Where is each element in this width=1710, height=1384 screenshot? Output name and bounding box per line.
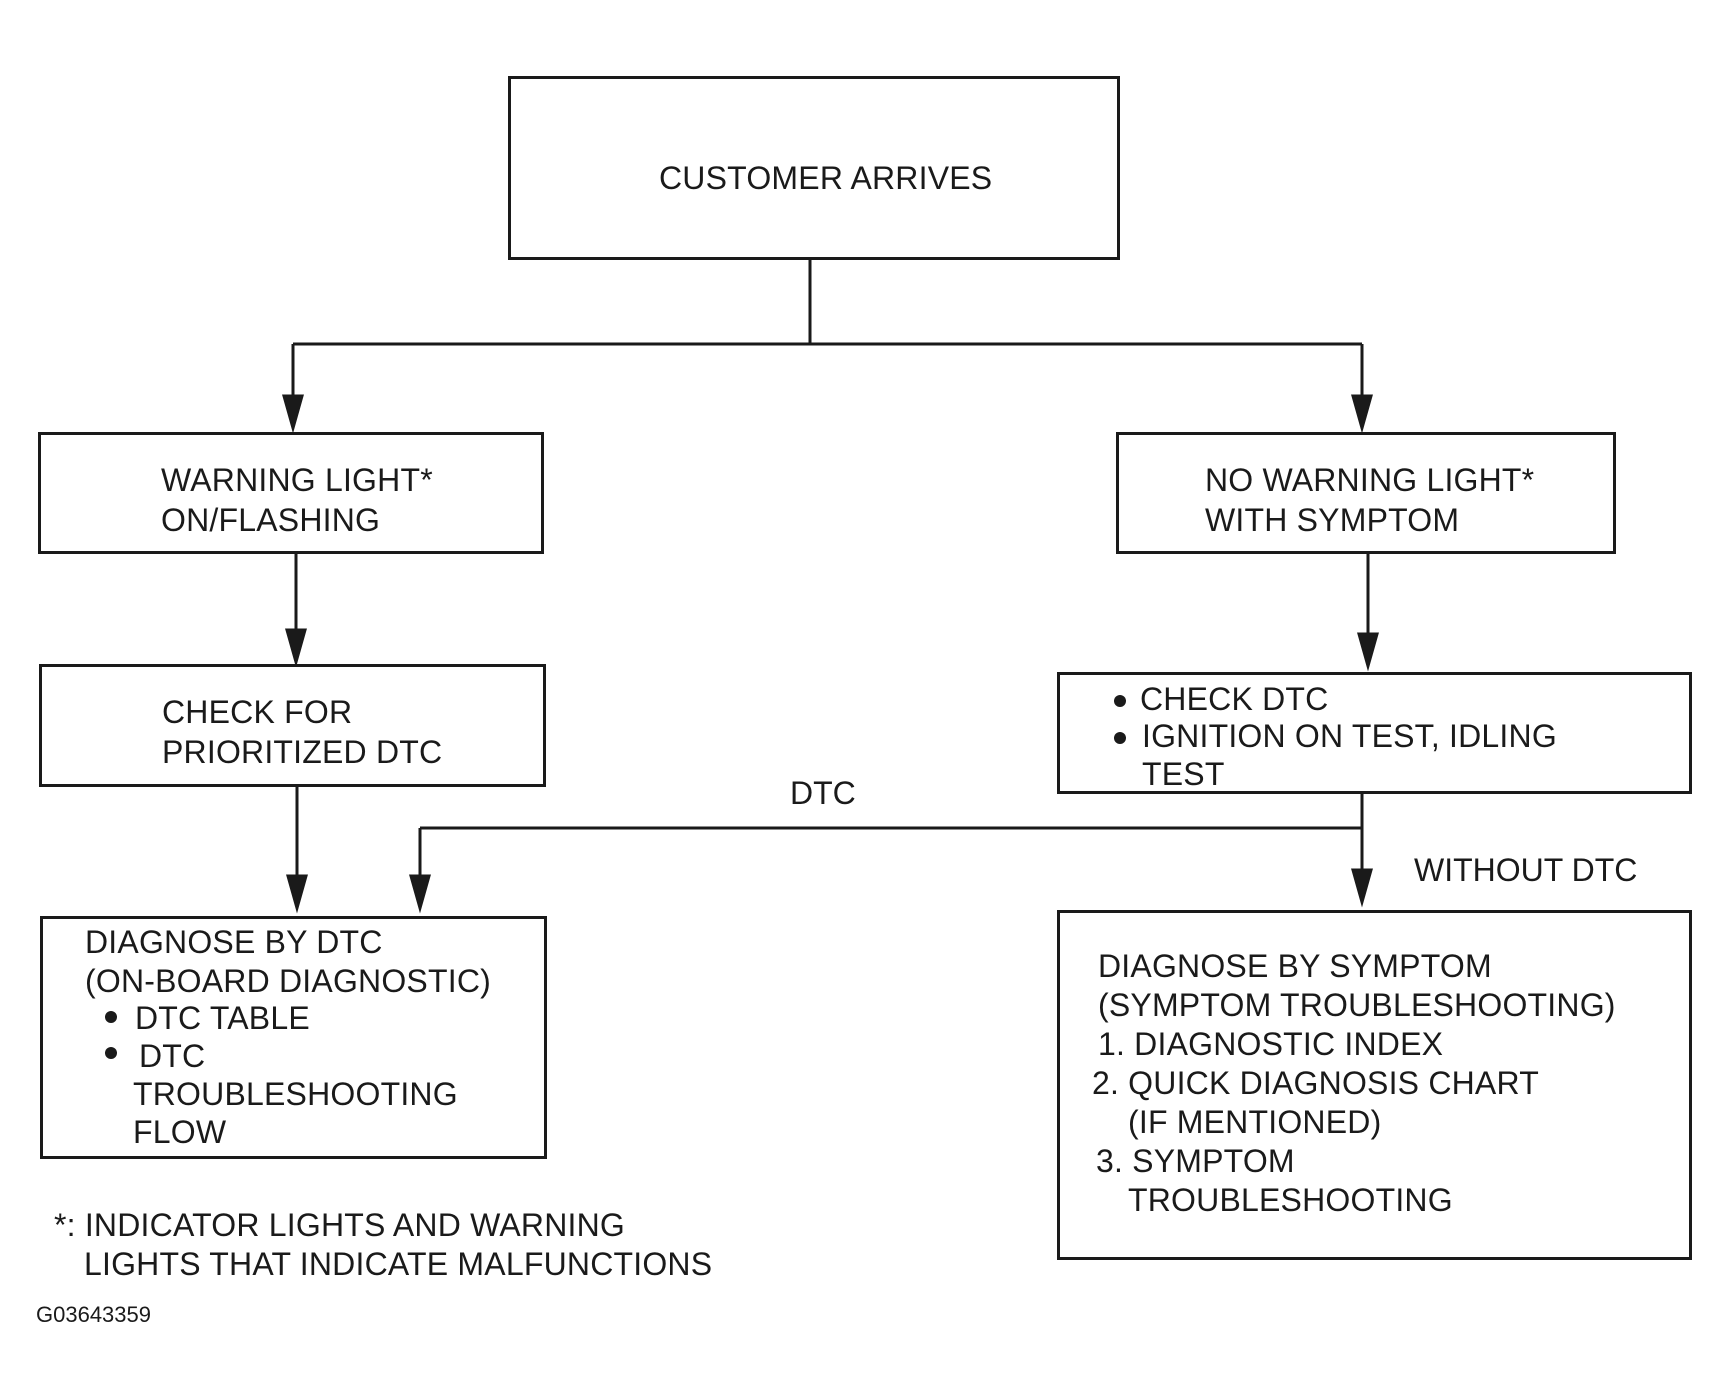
node-warning-light-line1: WARNING LIGHT* [161, 462, 433, 498]
node-diagnose-dtc-line1: DIAGNOSE BY DTC [85, 924, 383, 960]
arrow-to-check-dtc [1357, 632, 1379, 672]
node-diagnose-dtc-item2-line3: FLOW [133, 1114, 227, 1150]
node-diagnose-symptom-step2-line1: 2. QUICK DIAGNOSIS CHART [1092, 1065, 1539, 1101]
figure-id: G03643359 [36, 1302, 151, 1327]
node-diagnose-by-symptom: DIAGNOSE BY SYMPTOM (SYMPTOM TROUBLESHOO… [1057, 910, 1692, 1260]
node-diagnose-symptom-step1: 1. DIAGNOSTIC INDEX [1098, 1026, 1444, 1062]
node-check-prioritized-line2: PRIORITIZED DTC [162, 734, 443, 770]
node-customer-arrives: CUSTOMER ARRIVES [508, 76, 1120, 260]
node-diagnose-dtc-item1: DTC TABLE [135, 1000, 310, 1036]
arrow-to-warning-light [282, 394, 304, 434]
footnote-line2: LIGHTS THAT INDICATE MALFUNCTIONS [84, 1246, 713, 1282]
node-diagnose-symptom-step2-line2: (IF MENTIONED) [1128, 1104, 1382, 1140]
node-diagnose-symptom-line2: (SYMPTOM TROUBLESHOOTING) [1098, 987, 1616, 1023]
edge-label-dtc: DTC [790, 775, 856, 811]
node-diagnose-symptom-step3-line2: TROUBLESHOOTING [1128, 1182, 1453, 1218]
node-diagnose-dtc-line2: (ON-BOARD DIAGNOSTIC) [85, 963, 491, 999]
node-no-warning-light: NO WARNING LIGHT* WITH SYMPTOM [1116, 432, 1616, 554]
footnote-line1: *: INDICATOR LIGHTS AND WARNING [54, 1207, 625, 1243]
node-diagnose-symptom-step3-line1: 3. SYMPTOM [1096, 1143, 1295, 1179]
node-check-dtc-item1: CHECK DTC [1140, 681, 1329, 717]
edge-label-without-dtc: WITHOUT DTC [1414, 852, 1638, 888]
arrow-to-diagnose-dtc-left [286, 874, 308, 914]
node-diagnose-symptom-line1: DIAGNOSE BY SYMPTOM [1098, 948, 1492, 984]
node-no-warning-light-line2: WITH SYMPTOM [1205, 502, 1460, 538]
arrow-to-diagnose-symptom [1351, 868, 1373, 908]
node-no-warning-light-line1: NO WARNING LIGHT* [1205, 462, 1535, 498]
node-diagnose-dtc-item2-line1: DTC [139, 1038, 206, 1074]
node-diagnose-dtc-item2-line2: TROUBLESHOOTING [133, 1076, 458, 1112]
node-check-prioritized-line1: CHECK FOR [162, 694, 353, 730]
node-warning-light-line2: ON/FLASHING [161, 502, 381, 538]
node-diagnose-by-dtc: DIAGNOSE BY DTC (ON-BOARD DIAGNOSTIC) DT… [40, 916, 547, 1159]
node-check-dtc-item2-line1: IGNITION ON TEST, IDLING [1142, 718, 1557, 754]
bullet-icon [1114, 695, 1126, 707]
bullet-icon [1114, 732, 1126, 744]
node-check-dtc: CHECK DTC IGNITION ON TEST, IDLING TEST [1057, 672, 1692, 794]
node-customer-arrives-label: CUSTOMER ARRIVES [659, 160, 993, 196]
node-warning-light: WARNING LIGHT* ON/FLASHING [38, 432, 544, 554]
arrow-to-no-warning-light [1351, 394, 1373, 434]
bullet-icon [105, 1011, 117, 1023]
bullet-icon [105, 1047, 117, 1059]
node-check-prioritized-dtc: CHECK FOR PRIORITIZED DTC [39, 664, 546, 787]
node-check-dtc-item2-line2: TEST [1142, 756, 1225, 792]
arrow-to-diagnose-dtc-right [409, 874, 431, 914]
arrow-to-check-prioritized [285, 628, 307, 668]
